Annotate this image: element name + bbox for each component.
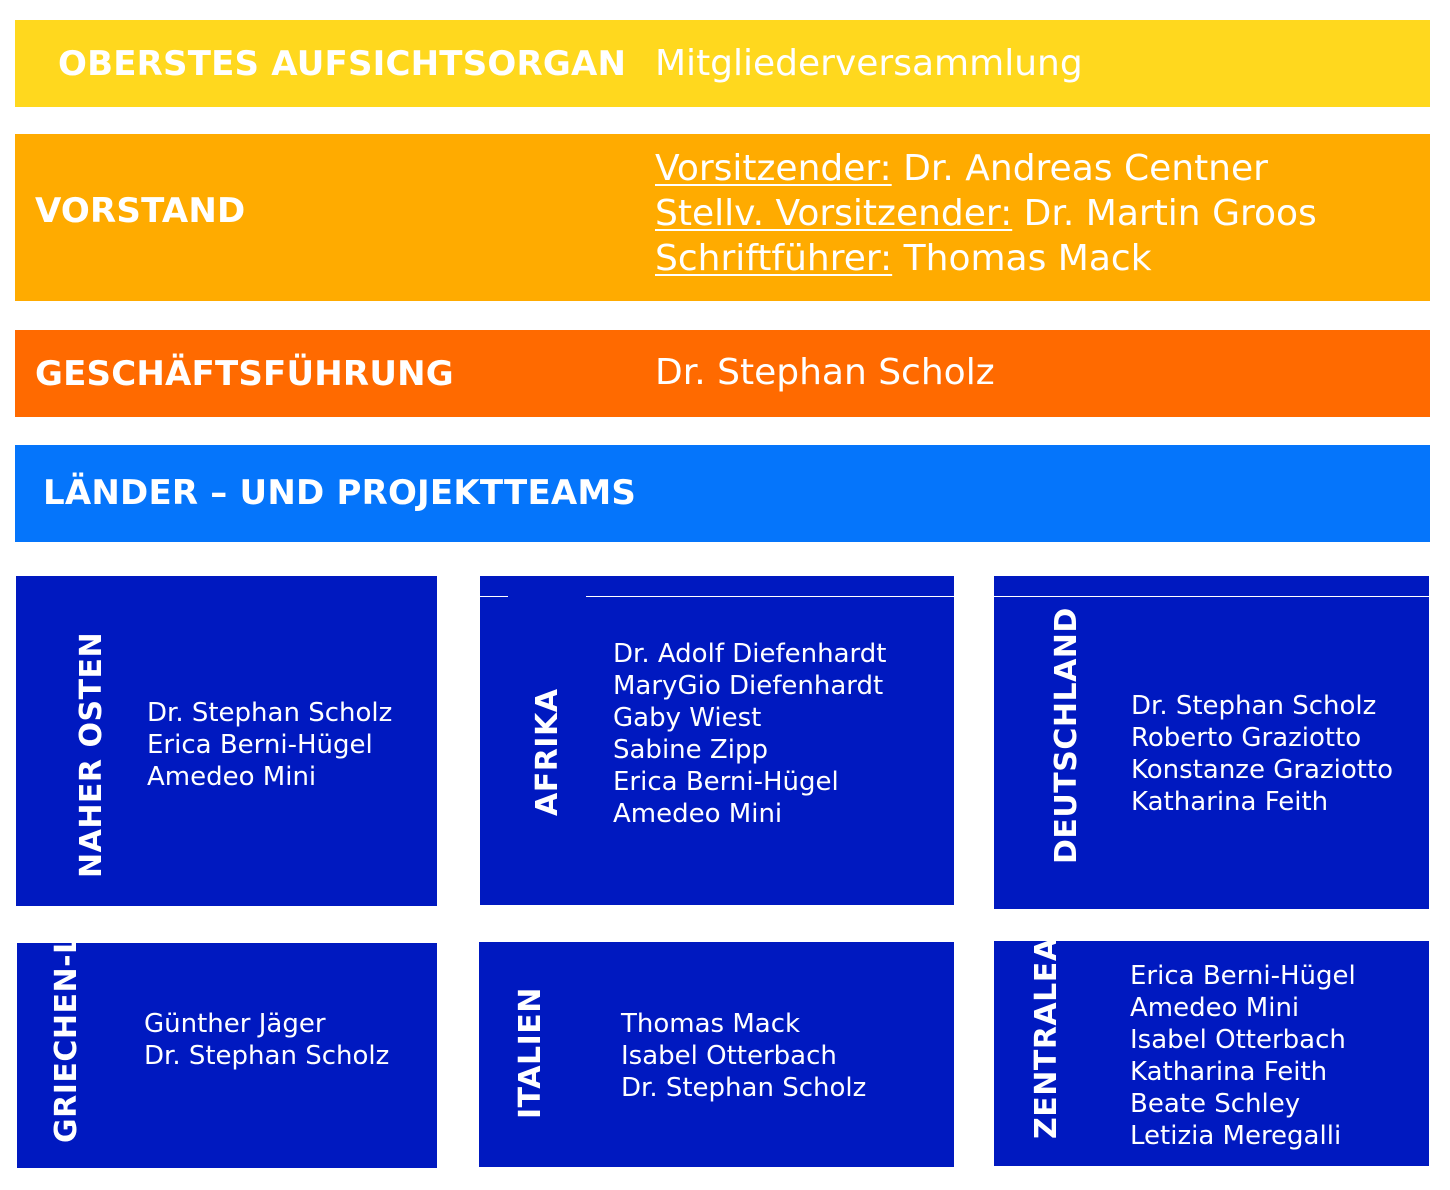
board-role-secretary: Schriftführer: Thomas Mack: [655, 236, 1317, 281]
team-label-line: ZENTRALE: [1029, 961, 1064, 1139]
team-member: Amedeo Mini: [1130, 993, 1300, 1023]
board-title: VORSTAND: [35, 191, 246, 231]
team-label-line: AFRIKA: [530, 688, 565, 816]
team-label-line: ITALIEN: [513, 987, 548, 1119]
role-label: Vorsitzender:: [655, 148, 892, 189]
team-member-list: Dr. Stephan Scholz Erica Berni-Hügel Ame…: [147, 697, 392, 793]
team-label-line: LAND: [49, 943, 85, 954]
team-member-list: Thomas Mack Isabel Otterbach Dr. Stephan…: [621, 1008, 866, 1104]
board-role-chair: Vorsitzender: Dr. Andreas Centner: [655, 146, 1317, 191]
team-member: Gaby Wiest: [613, 703, 762, 733]
supervisory-band: OBERSTES AUFSICHTSORGAN Mitgliederversam…: [15, 20, 1430, 107]
team-italien: ITALIEN Thomas Mack Isabel Otterbach Dr.…: [479, 942, 954, 1167]
divider-line: [586, 596, 954, 597]
teams-band: LÄNDER – UND PROJEKTTEAMS: [15, 445, 1430, 542]
team-member: Amedeo Mini: [147, 762, 317, 792]
team-member: MaryGio Diefenhardt: [613, 671, 884, 701]
team-afrika: AFRIKA Dr. Adolf Diefenhardt MaryGio Die…: [480, 576, 954, 905]
team-member: Dr. Adolf Diefenhardt: [613, 639, 887, 669]
team-member-list: Dr. Stephan Scholz Roberto Graziotto Kon…: [1131, 690, 1393, 818]
team-member: Erica Berni-Hügel: [147, 730, 373, 760]
team-label: ITALIEN: [513, 987, 549, 1119]
team-member: Thomas Mack: [621, 1009, 801, 1039]
team-member: Dr. Stephan Scholz: [1131, 691, 1377, 721]
team-naher-osten: NAHER OSTEN Dr. Stephan Scholz Erica Ber…: [16, 576, 437, 906]
team-member: Sabine Zipp: [613, 735, 768, 765]
team-member: Erica Berni-Hügel: [1130, 961, 1356, 991]
team-member-list: Erica Berni-Hügel Amedeo Mini Isabel Ott…: [1130, 960, 1356, 1152]
team-member: Dr. Stephan Scholz: [147, 698, 393, 728]
team-member: Roberto Graziotto: [1131, 723, 1362, 753]
team-label-line: NAHER OSTEN: [74, 631, 109, 878]
role-label: Schriftführer:: [655, 238, 893, 279]
supervisory-title: OBERSTES AUFSICHTSORGAN: [58, 44, 627, 84]
team-label: AFRIKA: [530, 666, 566, 816]
team-member: Günther Jäger: [144, 1009, 326, 1039]
team-label-line: GRIECHEN-: [49, 953, 84, 1143]
management-band: GESCHÄFTSFÜHRUNG Dr. Stephan Scholz: [15, 330, 1430, 417]
team-member: Katharina Feith: [1131, 787, 1329, 817]
role-name: Thomas Mack: [892, 238, 1152, 279]
team-griechenland: GRIECHEN- LAND Günther Jäger Dr. Stephan…: [17, 943, 437, 1168]
team-member: Letizia Meregalli: [1130, 1121, 1342, 1151]
divider-line: [994, 596, 1429, 597]
team-member: Isabel Otterbach: [1130, 1025, 1346, 1055]
team-label: NAHER OSTEN: [74, 616, 110, 878]
team-member-list: Günther Jäger Dr. Stephan Scholz: [144, 1008, 389, 1072]
teams-title: LÄNDER – UND PROJEKTTEAMS: [43, 473, 637, 513]
board-roles: Vorsitzender: Dr. Andreas Centner Stellv…: [655, 146, 1317, 281]
team-label: DEUTSCHLAND: [1049, 607, 1085, 864]
supervisory-value: Mitgliederversammlung: [655, 43, 1083, 84]
board-role-vice-chair: Stellv. Vorsitzender: Dr. Martin Groos: [655, 191, 1317, 236]
team-member-list: Dr. Adolf Diefenhardt MaryGio Diefenhard…: [613, 638, 886, 830]
team-label: ZENTRALE AUFGABEN: [1029, 941, 1065, 1139]
team-member: Dr. Stephan Scholz: [144, 1041, 390, 1071]
management-title: GESCHÄFTSFÜHRUNG: [35, 354, 454, 394]
team-member: Isabel Otterbach: [621, 1041, 837, 1071]
role-name: Dr. Martin Groos: [1012, 193, 1317, 234]
divider-line: [480, 596, 508, 597]
team-label-line: DEUTSCHLAND: [1049, 607, 1084, 864]
team-member: Erica Berni-Hügel: [613, 767, 839, 797]
team-member: Katharina Feith: [1130, 1057, 1328, 1087]
team-label-line: AUFGABEN: [1029, 941, 1065, 961]
team-label: GRIECHEN- LAND: [49, 943, 85, 1143]
team-zentrale-aufgaben: ZENTRALE AUFGABEN Erica Berni-Hügel Amed…: [994, 941, 1429, 1166]
team-deutschland: DEUTSCHLAND Dr. Stephan Scholz Roberto G…: [994, 576, 1429, 909]
role-label: Stellv. Vorsitzender:: [655, 193, 1013, 234]
team-member: Dr. Stephan Scholz: [621, 1073, 867, 1103]
board-band: VORSTAND Vorsitzender: Dr. Andreas Centn…: [15, 134, 1430, 301]
management-value: Dr. Stephan Scholz: [655, 352, 995, 393]
team-member: Konstanze Graziotto: [1131, 755, 1394, 785]
role-name: Dr. Andreas Centner: [891, 148, 1268, 189]
team-member: Amedeo Mini: [613, 799, 783, 829]
team-member: Beate Schley: [1130, 1089, 1301, 1119]
